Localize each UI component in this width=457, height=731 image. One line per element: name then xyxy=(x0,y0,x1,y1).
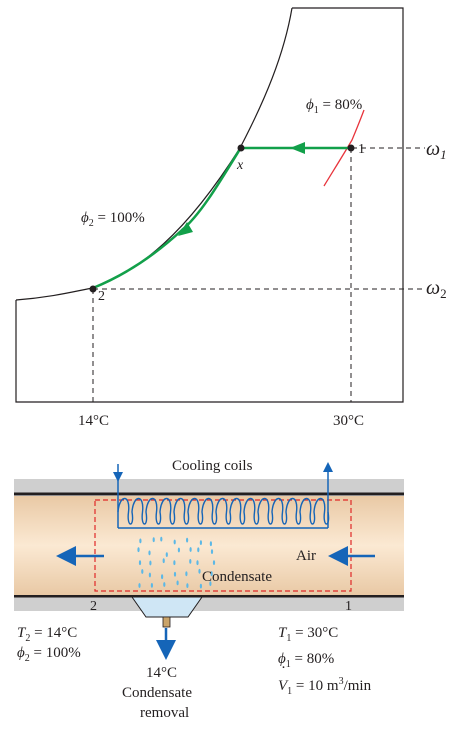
condensate-droplet xyxy=(161,574,164,580)
condensate-droplet xyxy=(189,547,192,552)
condensate-droplet xyxy=(138,583,141,588)
condensate-droplet xyxy=(160,536,163,542)
psychrometric-chart: ϕ1 = 80% ϕ2 = 100% 1 x 2 ω1 ω2 14°C 30°C xyxy=(15,7,447,429)
condensate-droplet xyxy=(162,558,165,564)
state-point-1 xyxy=(347,144,355,152)
point-x-label: x xyxy=(236,158,244,173)
condensate-droplet xyxy=(173,539,176,545)
air-label: Air xyxy=(296,548,316,564)
volume-flow-dot: · xyxy=(281,660,286,676)
phi1-label: ϕ1 = 80% xyxy=(306,97,362,116)
condensate-droplet xyxy=(197,547,200,553)
condensate-droplet xyxy=(173,571,177,577)
cooling-coil xyxy=(117,497,330,525)
condensate-droplet xyxy=(141,569,144,574)
control-volume-boundary xyxy=(94,499,352,592)
chart-frame xyxy=(15,7,404,403)
condensate-droplet xyxy=(196,560,199,566)
temp-30-label: 30°C xyxy=(333,413,364,429)
condensate-droplet xyxy=(185,571,188,577)
station-2-label: 2 xyxy=(90,599,97,614)
condensate-droplet xyxy=(152,537,155,543)
exit-temperature: T2 = 14°C xyxy=(17,625,77,644)
condensate-droplet xyxy=(148,572,151,578)
saturation-curve xyxy=(15,7,293,301)
temp-14-label: 14°C xyxy=(78,413,109,429)
condensate-droplet xyxy=(199,540,202,545)
condensate-droplet xyxy=(138,560,142,566)
condensate-temperature: 14°C xyxy=(146,665,177,681)
condensate-droplet xyxy=(189,559,192,564)
inlet-relative-humidity: ϕ1 = 80% xyxy=(278,651,334,670)
condensate-droplet xyxy=(149,560,152,566)
condensate-droplets xyxy=(137,536,216,589)
condensate-droplet xyxy=(173,560,176,566)
dehumidification-process-arrow xyxy=(178,222,193,236)
condensate-tray xyxy=(131,596,203,618)
coil-inlet-arrow xyxy=(113,472,123,482)
condensate-droplet xyxy=(186,583,189,588)
rh-80-curve xyxy=(323,109,365,187)
duct-top-wall xyxy=(14,479,404,493)
point-1-label: 1 xyxy=(358,142,365,157)
cooling-coils-label: Cooling coils xyxy=(172,458,253,474)
condensate-removal-line1: Condensate xyxy=(122,685,192,701)
condensate-label: Condensate xyxy=(202,569,272,585)
cooling-process-arrow xyxy=(290,142,305,154)
point-2-label: 2 xyxy=(98,289,105,304)
condensate-droplet xyxy=(209,581,212,586)
inlet-volume-flow: V1 = 10 m3/min xyxy=(278,676,372,697)
state-point-x xyxy=(237,144,245,152)
cooling-apparatus: Cooling coils Air Condensate 2 1 T2 xyxy=(14,458,404,721)
station-1-label: 1 xyxy=(345,599,352,614)
condensate-droplet xyxy=(165,552,168,557)
condensate-droplet xyxy=(199,583,202,589)
condensate-droplet xyxy=(210,549,214,554)
condensate-droplet xyxy=(210,571,213,577)
condensate-droplet xyxy=(209,541,212,547)
omega1-label: ω1 xyxy=(426,138,447,162)
drain-pipe xyxy=(162,616,171,628)
coil-outlet-arrow xyxy=(323,462,333,472)
duct-interior xyxy=(14,496,404,595)
state-point-2 xyxy=(89,285,97,293)
condensate-droplet xyxy=(186,537,189,543)
condensate-droplet xyxy=(198,568,201,574)
exit-relative-humidity: ϕ2 = 100% xyxy=(17,645,81,664)
condensate-droplet xyxy=(177,547,180,553)
condensate-droplet xyxy=(176,580,179,586)
condensate-droplet xyxy=(163,582,166,587)
duct-bottom-wall xyxy=(14,597,404,611)
condensate-droplet xyxy=(212,560,216,565)
condensate-droplet xyxy=(148,550,151,556)
condensate-droplet xyxy=(150,583,153,588)
phi2-label: ϕ2 = 100% xyxy=(81,210,145,229)
condensate-removal-line2: removal xyxy=(140,705,189,721)
inlet-temperature: T1 = 30°C xyxy=(278,625,338,644)
condensate-droplet xyxy=(137,547,140,553)
omega2-label: ω2 xyxy=(426,277,447,301)
condensate-droplet xyxy=(139,538,142,544)
